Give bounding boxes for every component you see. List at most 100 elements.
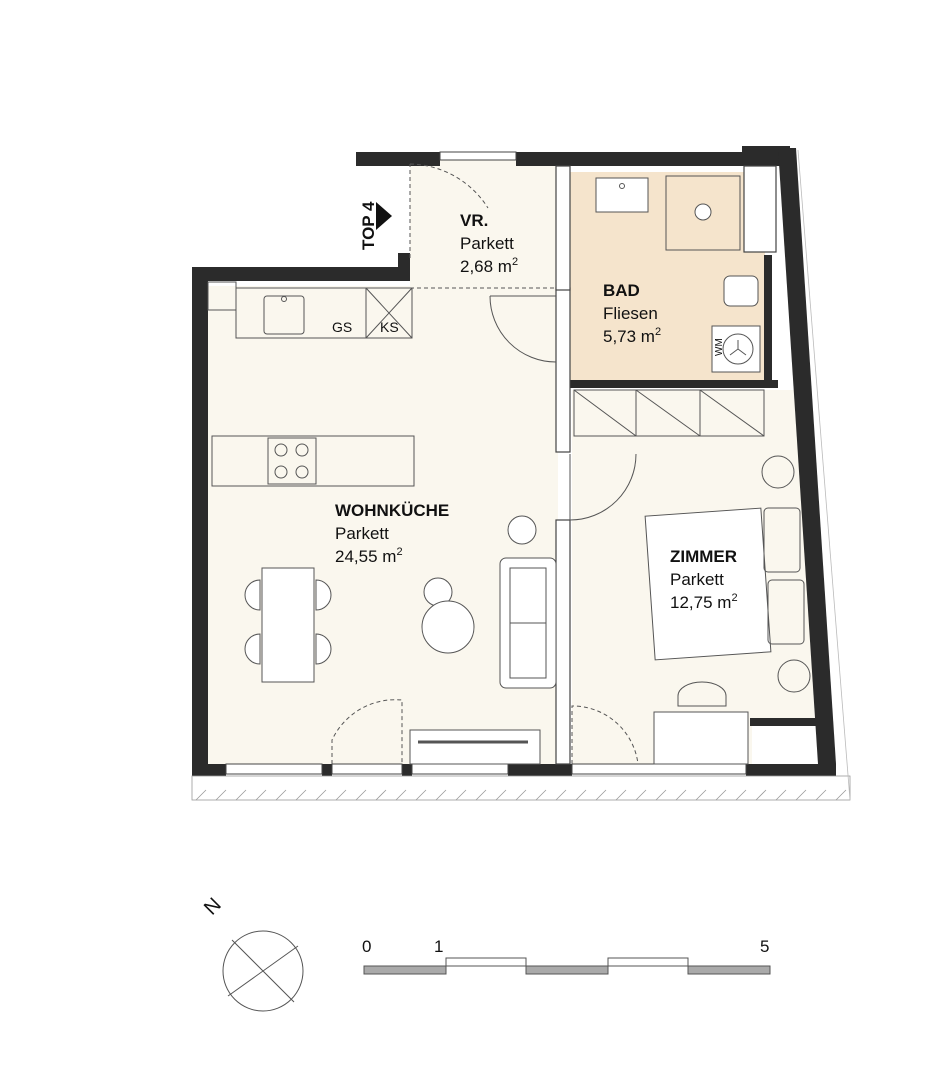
nightstand-1 bbox=[761, 455, 795, 489]
entry-door bbox=[409, 163, 489, 258]
fixture-gs: GS bbox=[332, 319, 352, 335]
bath-door bbox=[489, 295, 557, 363]
living-furniture bbox=[244, 515, 557, 765]
pillow-1 bbox=[763, 507, 801, 573]
wall-south-1 bbox=[192, 764, 226, 776]
balcony-door-2 bbox=[571, 705, 639, 765]
fixture-wm: WM bbox=[714, 338, 725, 356]
wall-south-3 bbox=[402, 764, 412, 776]
entry-arrow-icon bbox=[376, 202, 392, 230]
fixture-ks: KS bbox=[380, 319, 399, 335]
coffee-table bbox=[421, 600, 475, 654]
unit-label: TOP 4 bbox=[359, 201, 378, 250]
pillow-2 bbox=[767, 579, 805, 645]
bath-fixtures bbox=[595, 175, 761, 373]
scale-label-0: 0 bbox=[362, 937, 371, 956]
svg-text:24,55 m2: 24,55 m2 bbox=[335, 546, 403, 566]
room-area-bad: 5,73 m bbox=[603, 327, 655, 346]
window-4 bbox=[571, 763, 747, 775]
chair-1 bbox=[244, 579, 261, 611]
label-bad: BAD Fliesen 5,73 m2 bbox=[603, 281, 661, 346]
wall-hall-bath bbox=[555, 165, 571, 291]
room-area-wohnkueche: 24,55 m bbox=[335, 547, 396, 566]
desk bbox=[653, 711, 749, 765]
balcony-door-1 bbox=[331, 699, 403, 764]
room-area-zimmer: 12,75 m bbox=[670, 593, 731, 612]
room-floor-vorraum: Parkett bbox=[460, 234, 514, 253]
windows bbox=[225, 151, 747, 775]
chair-4 bbox=[315, 633, 332, 665]
wall-living-room-2 bbox=[555, 519, 571, 765]
interior-walls bbox=[555, 165, 777, 765]
wall-west bbox=[192, 267, 208, 765]
label-wohnkueche: WOHNKÜCHE Parkett 24,55 m2 bbox=[335, 501, 449, 566]
svg-text:2,68 m2: 2,68 m2 bbox=[460, 256, 518, 276]
wall-north-main bbox=[516, 152, 742, 166]
compass-circle bbox=[222, 930, 304, 1012]
room-floor-bad: Fliesen bbox=[603, 304, 658, 323]
window-2 bbox=[331, 763, 403, 775]
room-area-sup-bad: 2 bbox=[655, 326, 661, 338]
wall-bath-shaft bbox=[743, 165, 777, 253]
svg-text:12,75 m2: 12,75 m2 bbox=[670, 592, 738, 612]
scale-label-5: 5 bbox=[760, 937, 769, 956]
room-area-sup-zimmer: 2 bbox=[731, 592, 737, 604]
kitchen-shaft bbox=[207, 281, 237, 311]
sink-tap bbox=[281, 296, 287, 302]
scale-bar bbox=[363, 957, 771, 975]
room-floor-wohnkueche: Parkett bbox=[335, 524, 389, 543]
wall-bath-south bbox=[566, 380, 778, 388]
doors bbox=[331, 163, 639, 765]
label-vorraum: VR. Parkett 2,68 m2 bbox=[460, 211, 518, 276]
room-door bbox=[569, 453, 637, 521]
wall-south-4 bbox=[508, 764, 572, 776]
wardrobe bbox=[573, 389, 765, 437]
compass-cross bbox=[227, 939, 299, 1003]
fridge-box bbox=[365, 287, 413, 339]
svg-text:5,73 m2: 5,73 m2 bbox=[603, 326, 661, 346]
window-3 bbox=[411, 763, 509, 775]
room-floor-zimmer: Parkett bbox=[670, 570, 724, 589]
room-area-vorraum: 2,68 m bbox=[460, 257, 512, 276]
scale-label-1: 1 bbox=[434, 937, 443, 956]
room-area-sup-wohnkueche: 2 bbox=[396, 546, 402, 558]
room-name-wohnkueche: WOHNKÜCHE bbox=[335, 501, 449, 520]
wall-north-hall-2 bbox=[410, 152, 440, 166]
desk-chair bbox=[677, 681, 727, 707]
wall-shaft-right bbox=[764, 255, 772, 385]
compass-north-label: N bbox=[200, 894, 226, 920]
toilet bbox=[723, 275, 759, 307]
room-name-bad: BAD bbox=[603, 281, 640, 300]
wall-north-hall bbox=[356, 152, 418, 166]
window-hall-top bbox=[439, 151, 517, 161]
hall-floor bbox=[410, 160, 558, 288]
wall-living-room bbox=[555, 287, 571, 453]
chair-3 bbox=[315, 579, 332, 611]
wall-entry-stub bbox=[398, 253, 410, 281]
nightstand-2 bbox=[777, 659, 811, 693]
kitchen-island bbox=[211, 435, 415, 487]
shower bbox=[665, 175, 741, 251]
kitchen bbox=[207, 281, 415, 487]
room-name-zimmer: ZIMMER bbox=[670, 547, 737, 566]
window-1 bbox=[225, 763, 323, 775]
tv-board bbox=[409, 729, 541, 765]
lamp bbox=[507, 515, 537, 545]
dining-table bbox=[261, 567, 315, 683]
cooktop bbox=[267, 437, 317, 485]
wall-south-5 bbox=[746, 764, 836, 776]
label-zimmer: ZIMMER Parkett 12,75 m2 bbox=[666, 540, 756, 612]
fridge-cross bbox=[365, 287, 413, 339]
walls bbox=[192, 146, 836, 776]
balcony-strip bbox=[191, 149, 851, 801]
chair-2 bbox=[244, 633, 261, 665]
wall-north-living bbox=[192, 267, 406, 281]
room-area-sup-vorraum: 2 bbox=[512, 256, 518, 268]
room-name-vorraum: VR. bbox=[460, 211, 488, 230]
compass bbox=[222, 930, 304, 1012]
wall-south-2 bbox=[322, 764, 332, 776]
wall-room-ne bbox=[750, 718, 818, 726]
wall-north-corner bbox=[742, 146, 790, 166]
wall-east bbox=[778, 148, 836, 764]
